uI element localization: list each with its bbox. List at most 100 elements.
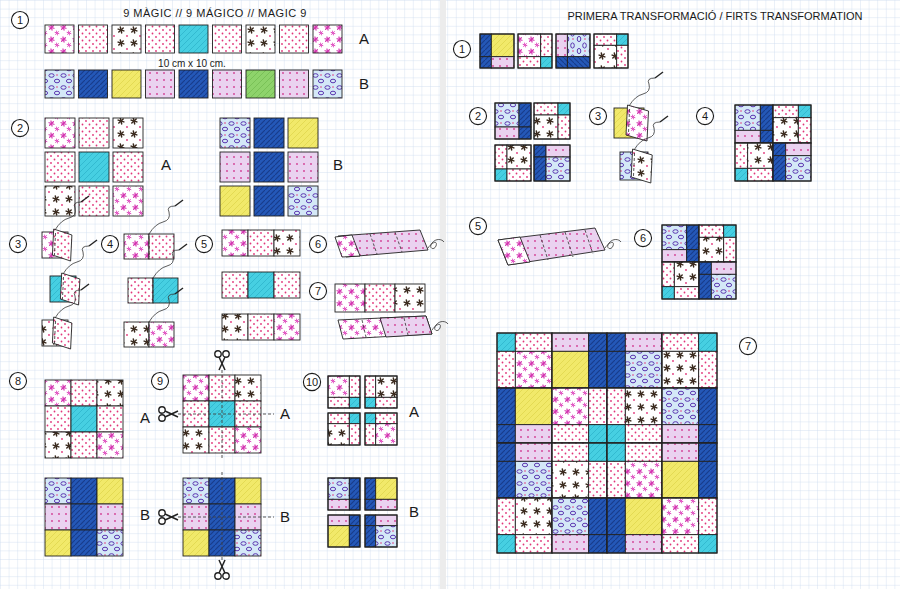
- stitch-line: [404, 318, 408, 335]
- fabric-square: [183, 427, 209, 453]
- fabric-square: [674, 262, 699, 287]
- stitch-line: [54, 233, 55, 255]
- fabric-square: [220, 118, 250, 148]
- step-number-holder: 1: [459, 39, 465, 57]
- fabric-square: [724, 225, 736, 237]
- fabric-square: [662, 498, 699, 535]
- scissors-symbol: [215, 560, 229, 579]
- thread: [153, 250, 179, 278]
- fabric-square: [552, 388, 589, 425]
- fabric-square: [235, 375, 261, 401]
- group-label-holder: A: [140, 409, 150, 427]
- piece-outline: [365, 376, 397, 408]
- fabric-square: [183, 375, 209, 401]
- fabric-square: [662, 262, 674, 287]
- fabric-square: [617, 45, 628, 68]
- step-number: 2: [475, 110, 481, 122]
- piece-outline: [480, 34, 514, 68]
- fabric-piece: [518, 34, 552, 68]
- piece-outline: [607, 388, 662, 443]
- stitch-line: [222, 370, 223, 460]
- piece-outline: [497, 388, 552, 443]
- fabric-square: [556, 34, 567, 57]
- fabric-square: [515, 351, 552, 388]
- fabric-square: [128, 278, 153, 303]
- fabric-square: [45, 504, 71, 530]
- piece-outline: [607, 498, 662, 553]
- step-number: 1: [17, 14, 23, 26]
- fabric-piece: [365, 478, 397, 510]
- step-circle: [634, 230, 651, 247]
- fabric-square: [45, 152, 75, 182]
- fabric-square: [112, 70, 141, 98]
- fabric-piece: [552, 333, 607, 388]
- step-number-holder: 6: [640, 228, 646, 246]
- fabric-square: [60, 273, 80, 305]
- group-label: A: [280, 406, 290, 423]
- fabric-square: [246, 25, 275, 53]
- fabric-square: [288, 152, 318, 182]
- fabric-square: [274, 230, 300, 256]
- page-heading-holder: PRIMERA TRANSFORMACIÓ / FIRTS TRANSFORMA…: [568, 6, 863, 24]
- fabric-square: [45, 380, 71, 406]
- group-label-holder: A: [280, 405, 290, 423]
- title-holder: 9 MÀGIC // 9 MÁGICO // MAGIC 9: [123, 3, 307, 21]
- fabric-square: [497, 535, 515, 553]
- fabric-square: [735, 143, 748, 168]
- scissors-blade: [219, 357, 225, 370]
- fabric-square: [52, 229, 72, 261]
- fabric-square: [625, 388, 662, 425]
- fabric-piece: [480, 34, 514, 68]
- fabric-square: [497, 333, 515, 351]
- step-number: 2: [17, 122, 23, 134]
- thread: [55, 202, 81, 230]
- piece-outline: [365, 515, 397, 547]
- fabric-square: [179, 25, 208, 53]
- piece-outline: [662, 333, 717, 388]
- step-number: 4: [107, 238, 113, 250]
- fabric-square: [607, 425, 625, 443]
- scissors-handle: [223, 573, 229, 579]
- fabric-square: [365, 424, 376, 445]
- fabric-piece: [497, 333, 552, 388]
- fabric-square: [534, 145, 546, 157]
- fabric-square: [515, 388, 552, 425]
- step-circle: [9, 373, 26, 390]
- fabric-square: [724, 237, 736, 262]
- fabric-square: [71, 432, 97, 458]
- fabric-square: [773, 118, 798, 143]
- fabric-square: [534, 103, 558, 115]
- fabric-square: [687, 225, 699, 250]
- step-circle: [589, 108, 606, 125]
- fabric-square: [112, 25, 141, 53]
- scissors-symbol: [159, 407, 178, 421]
- fabric-square: [552, 498, 589, 535]
- fabric-square: [558, 115, 570, 139]
- piece-outline: [495, 145, 531, 181]
- folded-strip: [338, 316, 432, 339]
- fabric-square: [149, 322, 174, 347]
- thread: [432, 322, 448, 331]
- fabric-square: [179, 70, 208, 98]
- fabric-square: [534, 157, 546, 181]
- fabric-piece: [773, 143, 811, 181]
- fabric-square: [235, 478, 261, 504]
- fabric-square: [328, 413, 349, 424]
- scissors-handle: [159, 407, 165, 413]
- fabric-square: [376, 478, 397, 499]
- fabric-piece: [556, 34, 590, 68]
- fabric-square: [52, 317, 72, 349]
- step-circle: [11, 120, 28, 137]
- thread: [149, 294, 175, 322]
- step-number-holder: 6: [315, 234, 321, 252]
- stitch-line: [565, 232, 573, 257]
- fabric-square: [495, 169, 507, 181]
- fabric-square: [607, 443, 625, 461]
- step-number: 3: [595, 110, 601, 122]
- group-label: A: [161, 157, 171, 174]
- fabric-square: [376, 515, 397, 526]
- group-label-holder: B: [333, 156, 343, 174]
- fabric-square: [45, 432, 71, 458]
- step-number-holder: 2: [475, 106, 481, 124]
- folded-strip: [498, 228, 605, 265]
